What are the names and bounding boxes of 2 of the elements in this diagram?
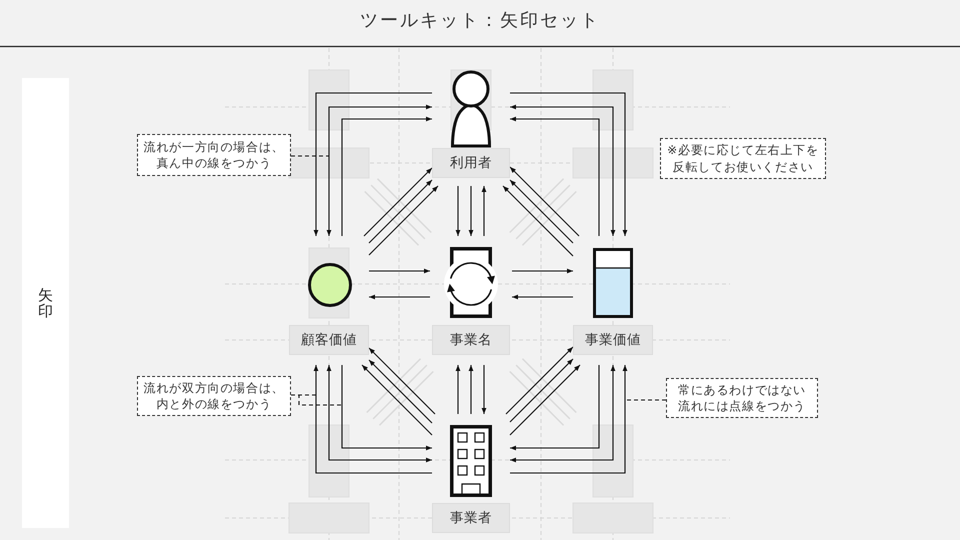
- side-panel: 矢印: [22, 78, 69, 528]
- page-title: ツールキット：矢印セット: [360, 9, 600, 33]
